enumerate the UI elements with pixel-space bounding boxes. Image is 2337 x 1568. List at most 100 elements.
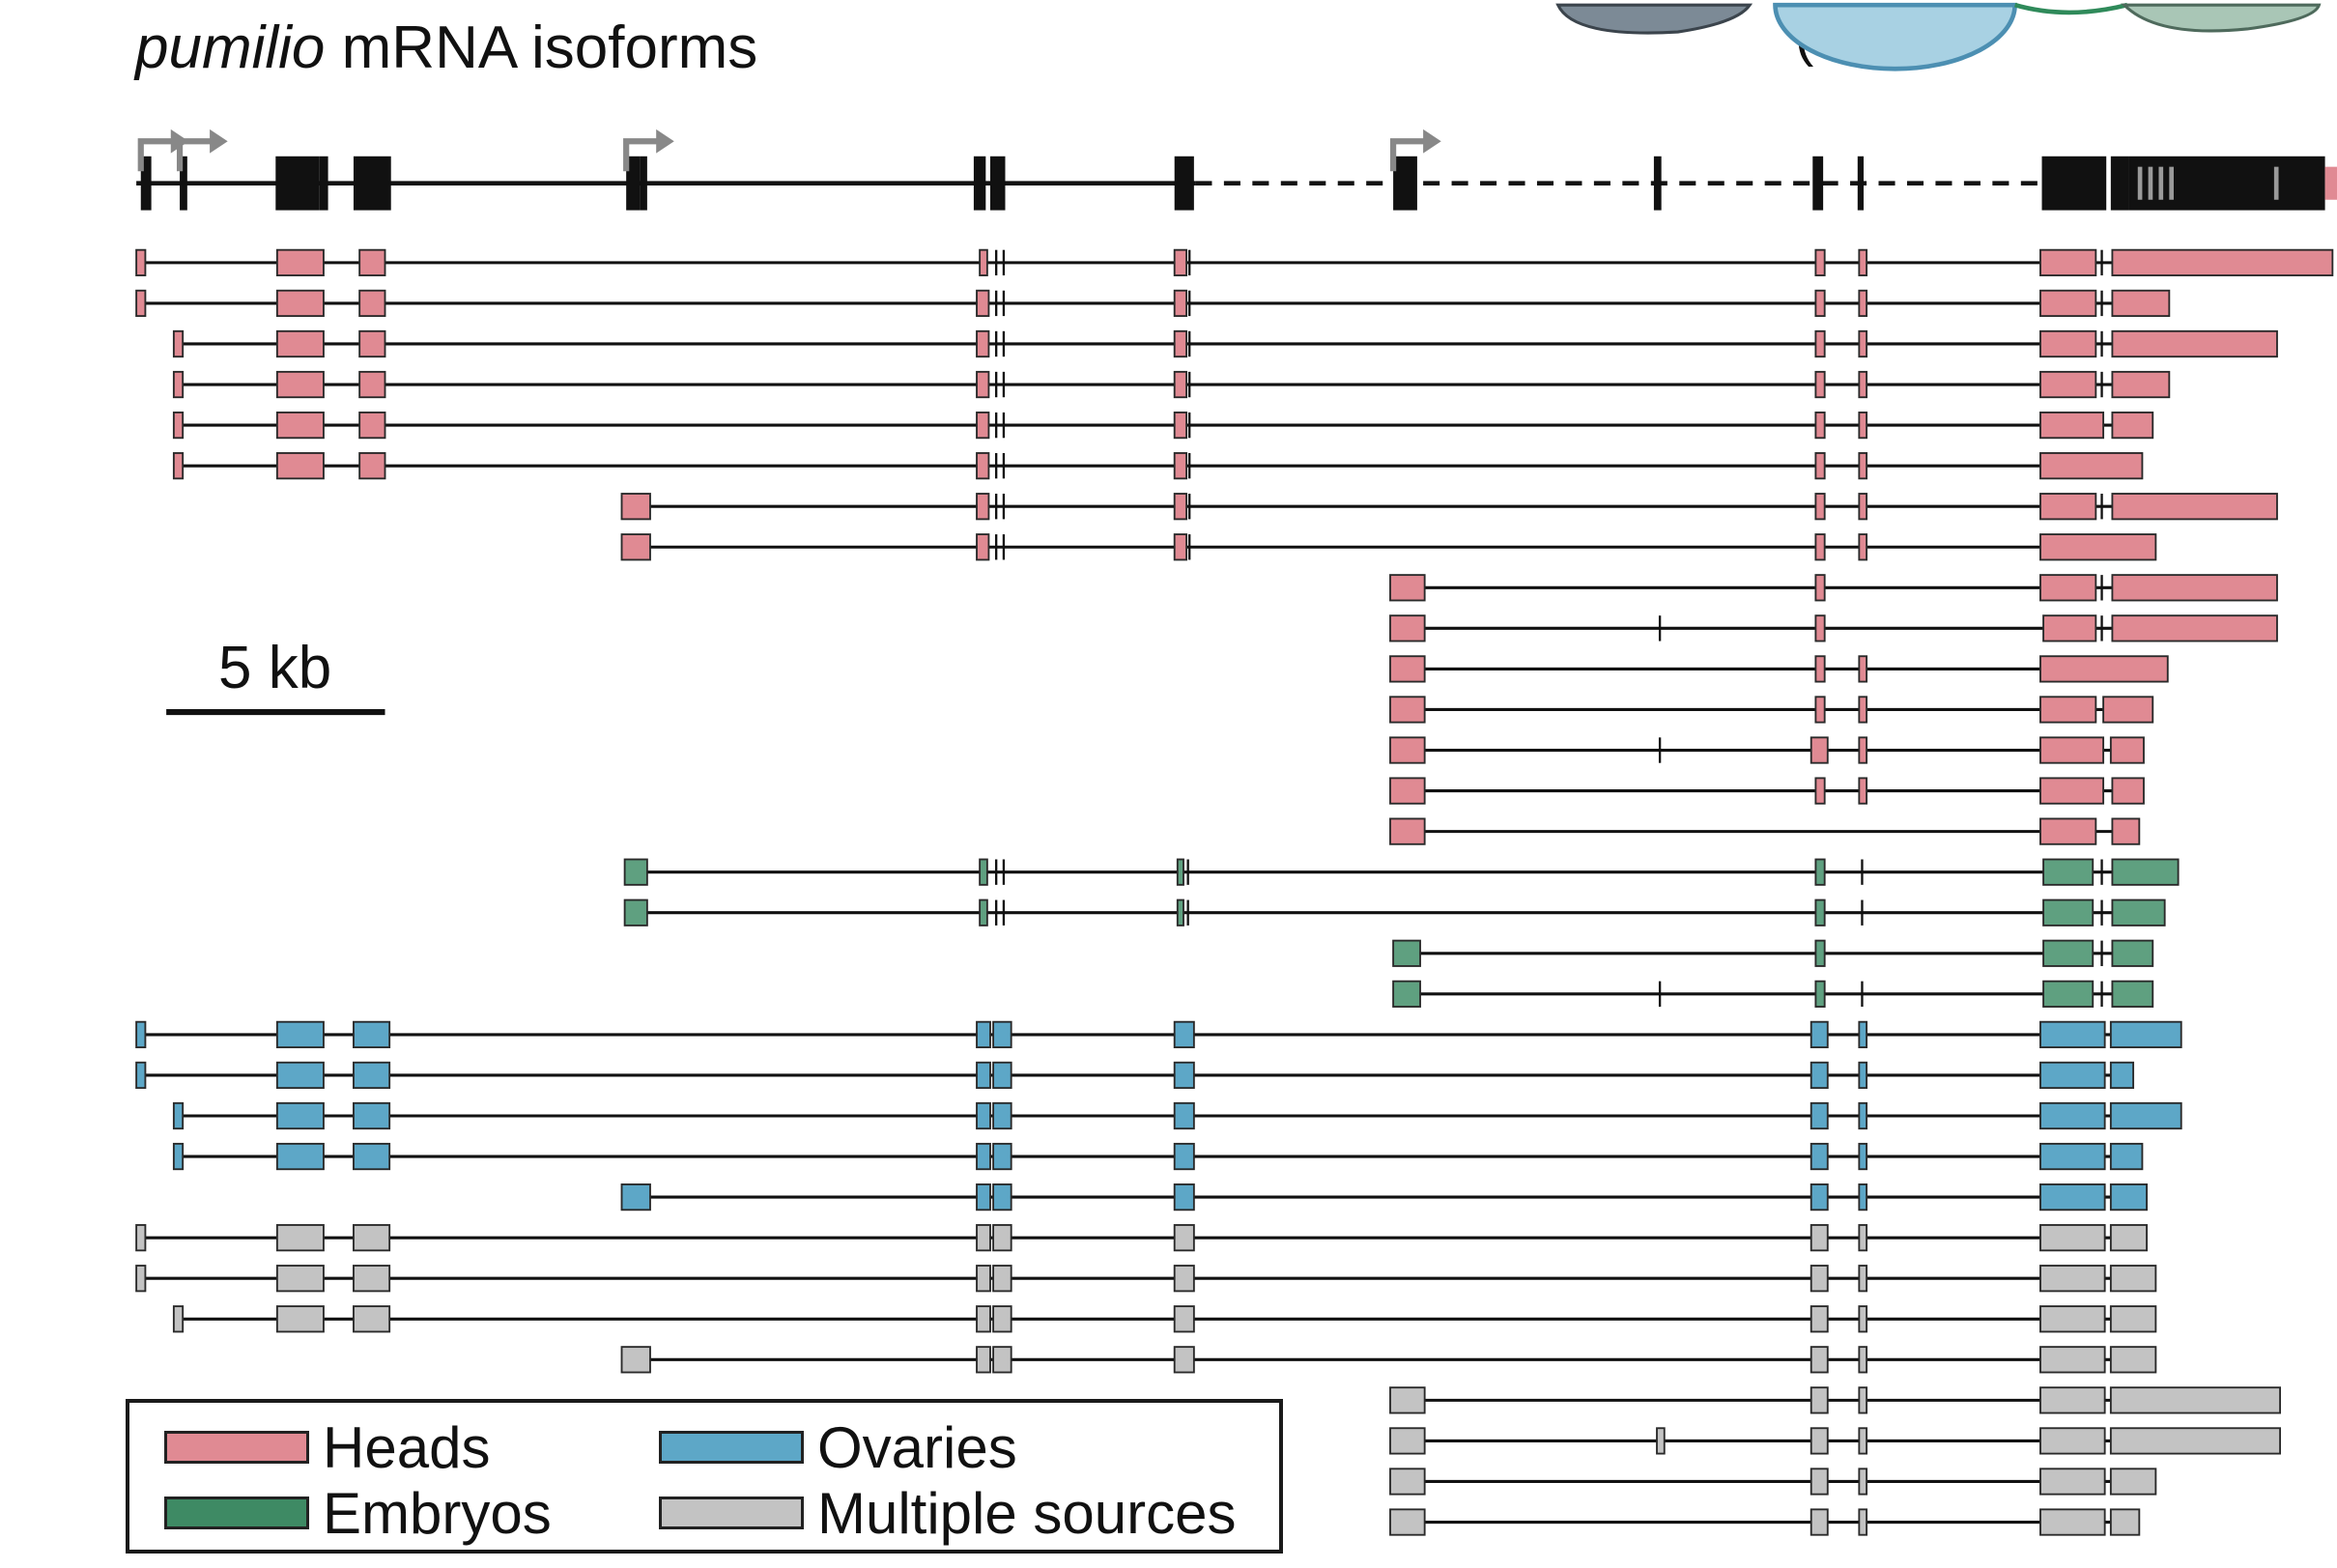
isoform-exon [353, 1101, 391, 1130]
isoform-exon [2111, 248, 2334, 276]
isoform-exon [2039, 1265, 2106, 1293]
isoform-exon [2111, 329, 2278, 358]
isoform-exon [2109, 1142, 2144, 1171]
isoform-exon [976, 1142, 991, 1171]
isoform-exon [1810, 1142, 1829, 1171]
isoform-exon [172, 370, 185, 399]
isoform-row-19 [135, 1020, 2182, 1049]
isoform-exon [2042, 980, 2095, 1008]
isoform-exon [2109, 1020, 2182, 1049]
isoform-exon [1814, 289, 1826, 318]
isoform-exon [2039, 1468, 2106, 1496]
isoform-exon [358, 329, 386, 358]
isoform-exon [1814, 655, 1826, 683]
isoform-row-14 [1389, 817, 2141, 845]
isoform-exon [1173, 1142, 1195, 1171]
isoform-exon [1389, 614, 1426, 642]
isoform-exon [1173, 411, 1188, 440]
ovary-illustration [2121, 3, 2322, 33]
isoform-exon [1656, 1427, 1666, 1455]
isoform-row-20 [135, 1061, 2135, 1090]
scale-bar-label: 5 kb [218, 635, 332, 701]
isoform-exon [1389, 817, 1426, 845]
isoform-exon [275, 1101, 325, 1130]
isoform-exon [353, 1265, 391, 1293]
isoform-exon [1389, 1386, 1426, 1414]
isoform-exon [135, 248, 147, 276]
isoform-exon [2109, 1265, 2157, 1293]
gene-exon-0 [140, 156, 152, 211]
isoform-exon [275, 289, 325, 318]
isoform-exon [976, 452, 990, 480]
isoform-exon [1858, 1265, 1868, 1293]
isoform-exon [992, 1183, 1012, 1212]
isoform-tracks [135, 248, 2334, 1536]
legend-swatch-heads [164, 1431, 309, 1464]
isoform-exon [1858, 1061, 1868, 1090]
isoform-exon [1858, 1142, 1868, 1171]
isoform-exon [1173, 493, 1188, 521]
isoform-exon [2039, 411, 2105, 440]
gene-utr-tick-1 [2148, 166, 2153, 200]
isoform-exon [1173, 329, 1188, 358]
isoform-exon [1392, 939, 1421, 967]
isoform-row-28 [1389, 1386, 2282, 1414]
isoform-exon [2111, 574, 2278, 602]
isoform-row-5 [172, 452, 2144, 480]
isoform-exon [2039, 289, 2097, 318]
gene-exon-12 [1812, 156, 1824, 211]
isoform-exon [976, 1265, 991, 1293]
isoform-exon [1389, 1468, 1426, 1496]
isoform-exon [976, 370, 990, 399]
isoform-exon [1810, 1020, 1829, 1049]
isoform-exon [2039, 655, 2169, 683]
isoform-row-17 [1392, 939, 2154, 967]
isoform-exon [1858, 370, 1868, 399]
isoform-row-18 [1392, 980, 2154, 1008]
isoform-exon [2042, 858, 2095, 886]
isoform-exon [976, 289, 990, 318]
isoform-exon [275, 452, 325, 480]
isoform-exon [2111, 980, 2154, 1008]
isoform-exon [1389, 696, 1426, 724]
isoform-exon [2102, 696, 2154, 724]
isoform-exon [1814, 370, 1826, 399]
isoform-row-0 [135, 248, 2334, 276]
isoform-row-25 [135, 1265, 2157, 1293]
isoform-exon [992, 1224, 1012, 1252]
isoform-exon [620, 1346, 651, 1374]
isoform-exon [623, 898, 648, 927]
gene-exon-2 [275, 156, 320, 211]
isoform-exon [2111, 493, 2278, 521]
isoform-exon [1814, 329, 1826, 358]
figure-title: pumilio mRNA isoforms [135, 14, 757, 82]
gene-exon-5 [626, 156, 641, 211]
isoform-exon [992, 1346, 1012, 1374]
isoform-exon [353, 1020, 391, 1049]
isoform-exon [275, 1265, 325, 1293]
isoform-exon [1814, 858, 1826, 886]
isoform-exon [275, 370, 325, 399]
isoform-exon [1176, 898, 1184, 927]
isoform-exon [172, 1101, 185, 1130]
tss-arrowhead-3 [1423, 128, 1441, 154]
isoform-exon [2111, 898, 2166, 927]
isoform-exon [135, 1020, 147, 1049]
gene-terminal-marker [2324, 166, 2337, 200]
isoform-exon [1173, 1183, 1195, 1212]
isoform-exon [1173, 248, 1188, 276]
isoform-row-27 [620, 1346, 2157, 1374]
isoform-exon [1173, 1346, 1195, 1374]
isoform-exon [353, 1142, 391, 1171]
isoform-exon [2039, 1427, 2106, 1455]
isoform-exon [1858, 533, 1868, 561]
isoform-exon [2109, 1346, 2157, 1374]
venn-circle-green [2013, 2, 2128, 15]
isoform-exon [1814, 898, 1826, 927]
isoform-exon [2039, 248, 2097, 276]
isoform-exon [1173, 1265, 1195, 1293]
isoform-row-15 [623, 858, 2180, 886]
isoform-exon [1858, 736, 1868, 764]
isoform-exon [979, 898, 988, 927]
legend-item-heads: Heads [164, 1415, 490, 1480]
